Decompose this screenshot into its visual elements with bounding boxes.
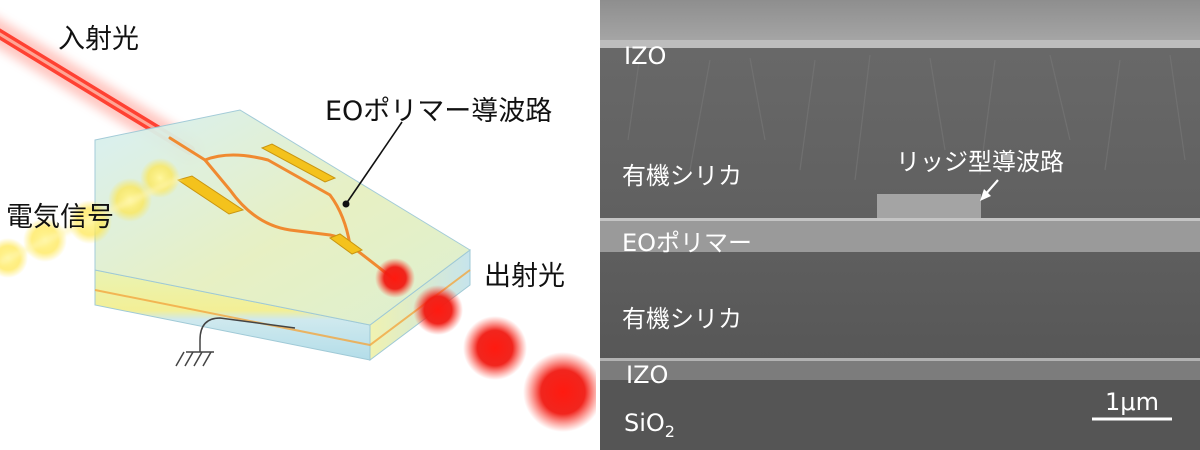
electrode-middle: [176, 175, 245, 215]
scale-bar-label: 1μm: [1105, 388, 1159, 416]
label-eo-polymer-waveguide: EOポリマー導波路: [325, 96, 552, 127]
ridge-pointer-arrow-icon: [980, 179, 999, 201]
sio2-substrate: [600, 380, 1200, 450]
izo-bottom-edge: [600, 358, 1200, 361]
signal-glow-dot: [140, 158, 180, 198]
sem-cross-section-svg: IZO 有機シリカ リッジ型導波路 EOポリマー 有機シリカ IZO SiO2 …: [600, 0, 1200, 450]
output-pulse: [413, 285, 463, 335]
izo-top-film: [600, 40, 1200, 48]
label-electrical-signal: 電気信号: [6, 202, 114, 233]
label-organic-silica-upper: 有機シリカ: [622, 162, 742, 190]
label-sio2: SiO2: [624, 409, 675, 441]
label-izo-bottom: IZO: [626, 361, 668, 389]
label-sio2-subscript: 2: [665, 422, 675, 441]
label-input-light: 入射光: [58, 24, 139, 55]
label-eo-polymer: EOポリマー: [622, 229, 752, 257]
output-pulse: [375, 258, 415, 298]
organic-silica-upper-layer: [600, 48, 1200, 220]
output-pulse: [523, 352, 596, 432]
signal-wire-glow: [0, 175, 182, 265]
modulator-schematic: 入射光 EOポリマー導波路 電気信号 出射光: [0, 0, 596, 450]
label-organic-silica-lower: 有機シリカ: [622, 305, 742, 333]
ground-icon: [175, 317, 296, 367]
label-izo-top: IZO: [624, 42, 666, 70]
electrode-small: [328, 233, 364, 255]
fracture-streaks: [627, 54, 1186, 181]
organic-silica-lower-layer: [600, 252, 1200, 360]
electrodes: [176, 143, 364, 255]
electrode-upper: [260, 143, 337, 183]
electrical-signal-glow: [0, 158, 182, 278]
sem-background-top: [600, 0, 1200, 42]
output-light-pulses: [375, 258, 596, 432]
waveguide-leader: [342, 121, 403, 208]
label-sio2-base: SiO: [624, 409, 665, 437]
scale-bar: 1μm: [1092, 388, 1172, 421]
eo-polymer-layer: [600, 220, 1200, 252]
modulator-schematic-svg: 入射光 EOポリマー導波路 電気信号 出射光: [0, 18, 596, 432]
label-output-light: 出射光: [484, 261, 565, 292]
label-ridge-waveguide: リッジ型導波路: [896, 148, 1064, 176]
sem-cross-section: IZO 有機シリカ リッジ型導波路 EOポリマー 有機シリカ IZO SiO2 …: [600, 0, 1200, 450]
output-pulse: [463, 316, 527, 380]
izo-bottom-film: [600, 360, 1200, 380]
eo-polymer-top-edge: [600, 218, 1200, 221]
